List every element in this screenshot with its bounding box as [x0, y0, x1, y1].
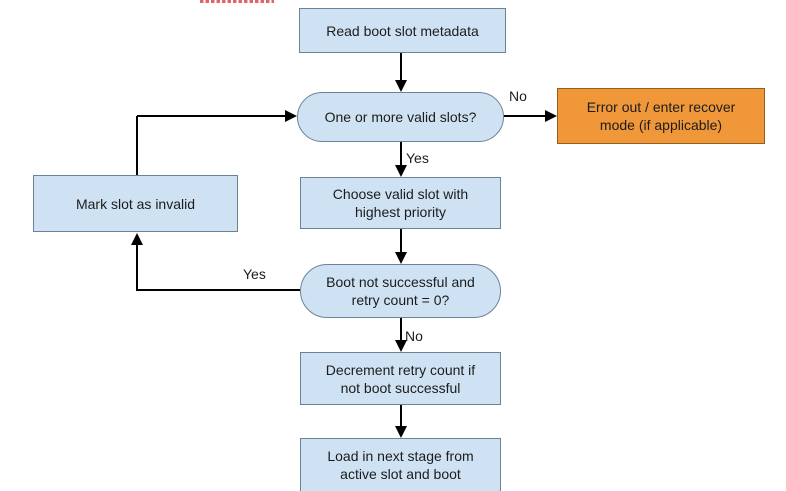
edge-mark-to-valid-arrowhead: [285, 110, 297, 122]
node-mark-slot-invalid: Mark slot as invalid: [33, 175, 238, 232]
edge-retry-no-to-decrement-arrowhead: [395, 340, 407, 352]
edge-retry-no-to-decrement-line: [400, 318, 402, 341]
edge-valid-yes-to-choose-line: [400, 142, 402, 166]
edge-read-to-valid-arrowhead: [395, 80, 407, 92]
node-label: Read boot slot metadata: [326, 22, 479, 39]
edge-read-to-valid-line: [400, 53, 402, 81]
node-label: Mark slot as invalid: [75, 195, 196, 212]
node-label: Error out / enter recover mode (if appli…: [586, 99, 736, 133]
edge-mark-to-valid-vline: [136, 116, 138, 175]
edge-label-no: No: [405, 328, 423, 344]
node-label: One or more valid slots?: [324, 109, 477, 125]
node-decrement-retry-count: Decrement retry count if not boot succes…: [300, 352, 501, 405]
edge-choose-to-retry-line: [400, 229, 402, 253]
edge-retry-yes-to-mark-arrowhead: [131, 233, 143, 245]
edge-valid-yes-to-choose-arrowhead: [395, 165, 407, 177]
clipped-red-text-marks: [200, 0, 274, 3]
edge-label-yes: Yes: [243, 266, 266, 282]
node-choose-valid-slot: Choose valid slot with highest priority: [300, 177, 501, 229]
node-error-out-recover-mode: Error out / enter recover mode (if appli…: [557, 88, 765, 144]
node-load-next-stage: Load in next stage from active slot and …: [300, 438, 501, 491]
node-label: Load in next stage from active slot and …: [327, 448, 474, 482]
node-decision-boot-retry-count: Boot not successful and retry count = 0?: [300, 264, 501, 318]
edge-mark-to-valid-hline: [137, 115, 285, 117]
node-label: Choose valid slot with highest priority: [332, 186, 469, 220]
node-read-boot-slot-metadata: Read boot slot metadata: [299, 8, 506, 53]
edge-decrement-to-load-arrowhead: [395, 426, 407, 438]
node-label: Boot not successful and retry count = 0?: [326, 274, 475, 308]
node-label: Decrement retry count if not boot succes…: [325, 361, 476, 396]
node-decision-valid-slots: One or more valid slots?: [297, 92, 504, 142]
edge-decrement-to-load-line: [400, 405, 402, 427]
edge-valid-no-to-error-arrowhead: [545, 110, 557, 122]
edge-label-no: No: [509, 88, 527, 104]
edge-choose-to-retry-arrowhead: [395, 252, 407, 264]
edge-valid-no-to-error-line: [504, 115, 546, 117]
edge-retry-yes-to-mark-vline: [136, 245, 138, 291]
edge-label-yes: Yes: [406, 150, 429, 166]
edge-retry-yes-to-mark-hline: [137, 289, 300, 291]
